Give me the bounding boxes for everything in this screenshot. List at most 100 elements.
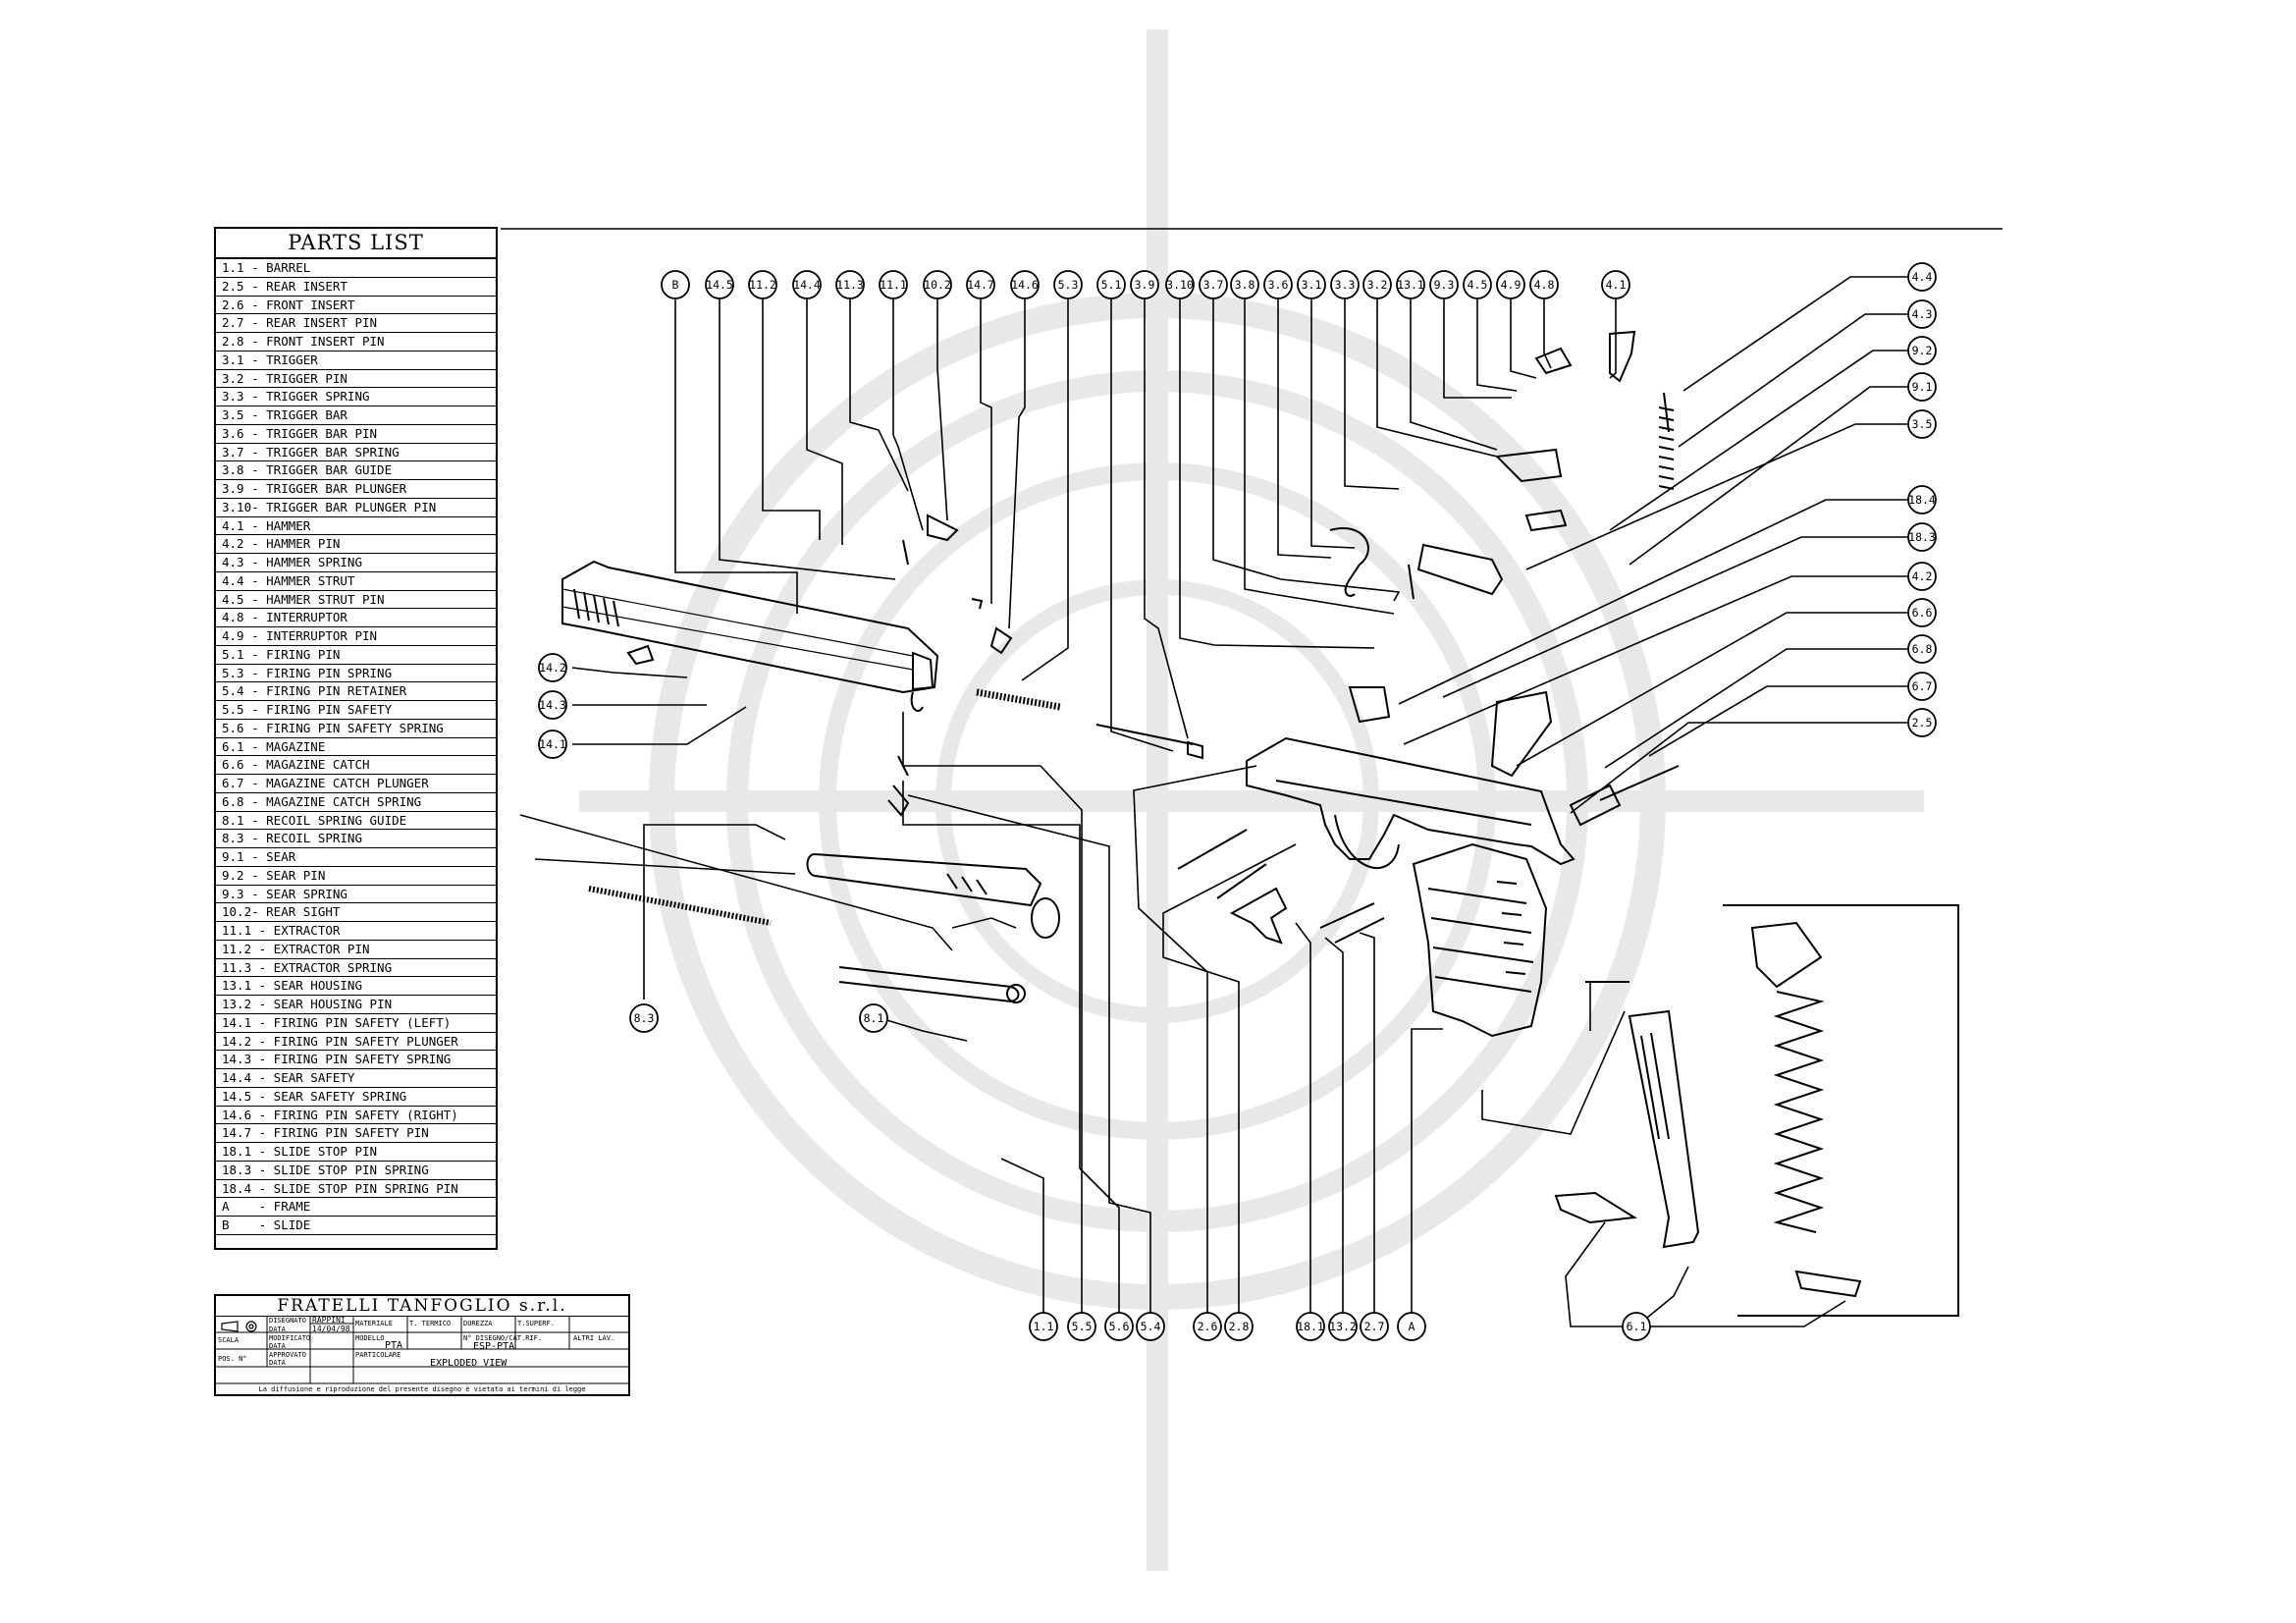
callout-label: 14.2 xyxy=(539,661,566,675)
callout-circle xyxy=(1907,634,1937,664)
callout-label: A xyxy=(1409,1320,1415,1333)
callout-circle xyxy=(748,270,777,299)
callout: 4.9 xyxy=(1496,270,1525,299)
position-number-label: POS. N° xyxy=(218,1355,247,1363)
callout-circle xyxy=(1297,270,1326,299)
parts-list-title: PARTS LIST xyxy=(216,229,496,259)
parts-list-row: 14.5 - SEAR SAFETY SPRING xyxy=(216,1088,496,1107)
parts-list-row: 4.2 - HAMMER PIN xyxy=(216,535,496,554)
magazine-assembly xyxy=(1554,904,1959,1317)
callout: 1.1 xyxy=(1029,1312,1058,1341)
callout: 5.6 xyxy=(1104,1312,1134,1341)
callout: 13.2 xyxy=(1328,1312,1358,1341)
parts-list-row: 18.3 - SLIDE STOP PIN SPRING xyxy=(216,1162,496,1180)
callout: 5.3 xyxy=(1053,270,1083,299)
callout-circle xyxy=(1429,270,1459,299)
callout: 2.5 xyxy=(1907,708,1937,737)
callout: 2.6 xyxy=(1193,1312,1222,1341)
callout-circle xyxy=(859,1003,888,1033)
parts-list-row: B - SLIDE xyxy=(216,1217,496,1235)
callout-circle xyxy=(1601,270,1630,299)
callout: 18.1 xyxy=(1296,1312,1325,1341)
parts-list-row: 4.8 - INTERRUPTOR xyxy=(216,609,496,627)
callout-circle xyxy=(1053,270,1083,299)
barrel-and-springs xyxy=(588,688,1203,1003)
callout-label: 11.2 xyxy=(749,278,776,292)
callout-circle xyxy=(792,270,822,299)
callout-label: 3.6 xyxy=(1268,278,1289,292)
callout-label: 3.7 xyxy=(1203,278,1224,292)
callout-label: 8.3 xyxy=(634,1011,655,1025)
callout-circle xyxy=(1907,409,1937,439)
callout-label: 9.3 xyxy=(1434,278,1455,292)
parts-list-row: 3.3 - TRIGGER SPRING xyxy=(216,388,496,406)
callout-label: 5.1 xyxy=(1101,278,1122,292)
parts-list-row: 4.4 - HAMMER STRUT xyxy=(216,572,496,591)
callout-label: 18.3 xyxy=(1908,530,1936,544)
callout-circle xyxy=(1396,270,1425,299)
callout-label: 3.5 xyxy=(1912,417,1933,431)
callout-circle xyxy=(538,653,567,682)
date-label: DATA xyxy=(269,1325,286,1333)
parts-list-row: 5.4 - FIRING PIN RETAINER xyxy=(216,682,496,701)
callout-label: 2.5 xyxy=(1912,716,1933,730)
parts-list-row: 6.8 - MAGAZINE CATCH SPRING xyxy=(216,793,496,812)
heat-treatment-label: T. TERMICO xyxy=(409,1320,452,1327)
callout-circle xyxy=(1165,270,1195,299)
callout-label: 5.5 xyxy=(1072,1320,1093,1333)
callout: 10.2 xyxy=(923,270,952,299)
callout-label: 5.3 xyxy=(1058,278,1079,292)
callout-circle xyxy=(1330,270,1360,299)
callout-label: 14.7 xyxy=(967,278,994,292)
callout-label: 14.1 xyxy=(539,737,566,751)
callout: 13.1 xyxy=(1396,270,1425,299)
callout-label: 3.1 xyxy=(1302,278,1322,292)
callout-label: 5.6 xyxy=(1109,1320,1130,1333)
parts-list-row: 14.4 - SEAR SAFETY xyxy=(216,1069,496,1088)
parts-list-row: 2.8 - FRONT INSERT PIN xyxy=(216,333,496,352)
parts-list-row: 11.3 - EXTRACTOR SPRING xyxy=(216,959,496,978)
detail-value: EXPLODED VIEW xyxy=(430,1358,507,1369)
parts-list-row: 3.7 - TRIGGER BAR SPRING xyxy=(216,444,496,462)
callout-circle xyxy=(1193,1312,1222,1341)
callout-circle xyxy=(879,270,908,299)
callout-circle xyxy=(1296,1312,1325,1341)
callout: 8.3 xyxy=(629,1003,659,1033)
callout-label: 14.4 xyxy=(793,278,821,292)
callout-label: 3.8 xyxy=(1235,278,1255,292)
parts-list-row: 3.10- TRIGGER BAR PLUNGER PIN xyxy=(216,499,496,517)
callout-circle xyxy=(1362,270,1392,299)
callout: 11.1 xyxy=(879,270,908,299)
callout: 4.5 xyxy=(1463,270,1492,299)
callout: 4.4 xyxy=(1907,262,1937,292)
callout-label: 4.3 xyxy=(1912,307,1933,321)
callout-label: 3.3 xyxy=(1335,278,1356,292)
callout: 11.2 xyxy=(748,270,777,299)
callout-circle xyxy=(923,270,952,299)
parts-list-row: 8.1 - RECOIL SPRING GUIDE xyxy=(216,812,496,831)
callout-label: 8.1 xyxy=(864,1011,884,1025)
callout-label: 6.6 xyxy=(1912,606,1933,620)
parts-list-row: 9.1 - SEAR xyxy=(216,848,496,867)
parts-list-row: 18.1 - SLIDE STOP PIN xyxy=(216,1143,496,1162)
parts-list-row: 3.8 - TRIGGER BAR GUIDE xyxy=(216,461,496,480)
parts-list-row: 1.1 - BARREL xyxy=(216,259,496,278)
callout-label: 3.10 xyxy=(1166,278,1194,292)
callout-label: 4.5 xyxy=(1468,278,1488,292)
callout: 11.3 xyxy=(835,270,865,299)
callout: 8.1 xyxy=(859,1003,888,1033)
callout-circle xyxy=(1104,1312,1134,1341)
parts-list-row: 14.7 - FIRING PIN SAFETY PIN xyxy=(216,1124,496,1143)
parts-list-row: 2.5 - REAR INSERT xyxy=(216,278,496,297)
parts-list-row: 3.1 - TRIGGER xyxy=(216,352,496,370)
parts-list-row: 3.6 - TRIGGER BAR PIN xyxy=(216,425,496,444)
scale-label: SCALA xyxy=(218,1336,240,1344)
parts-list-row: A - FRAME xyxy=(216,1198,496,1217)
callout: 3.7 xyxy=(1199,270,1228,299)
model-value: PTA xyxy=(385,1340,403,1351)
callout-circle xyxy=(538,730,567,759)
callout: 2.8 xyxy=(1224,1312,1254,1341)
callout-label: 6.8 xyxy=(1912,642,1933,656)
